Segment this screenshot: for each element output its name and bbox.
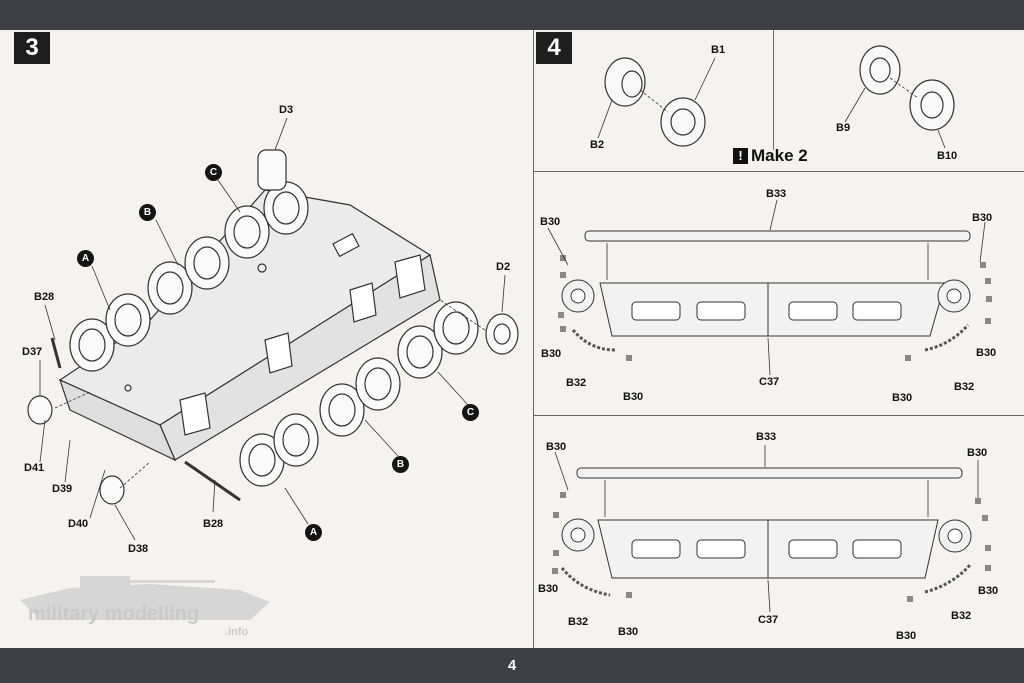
label-b28-top: B28 [34, 291, 55, 303]
callout-b-top: B [139, 204, 156, 221]
label-b9: B9 [836, 122, 851, 134]
callout-c-top: C [205, 164, 222, 181]
label-b1: B1 [711, 44, 726, 56]
label-b30-2a: B30 [546, 441, 567, 453]
label-b30-2d: B30 [978, 585, 999, 597]
label-b30-1d: B30 [976, 347, 997, 359]
bottom-bar [0, 648, 1024, 683]
label-d2: D2 [496, 261, 511, 273]
step-3-hull-drawing [27, 117, 519, 541]
panel-divider-1 [534, 171, 1024, 172]
step-4-badge: 4 [536, 32, 572, 64]
panel-divider-2 [534, 415, 1024, 416]
watermark-suffix: .info [225, 626, 249, 638]
make-text: Make 2 [751, 146, 808, 165]
label-b30-1b: B30 [972, 212, 993, 224]
warning-icon: ! [733, 148, 748, 164]
track-assembly-2 [552, 445, 991, 613]
label-b32-2a: B32 [568, 616, 589, 628]
step-3-badge: 3 [14, 32, 50, 64]
label-b30-2f: B30 [896, 630, 917, 642]
callout-a-bottom: A [305, 524, 322, 541]
label-b33-2: B33 [756, 431, 777, 443]
side-skirt-c37 [599, 282, 946, 337]
watermark-brand: military modelling [28, 603, 200, 625]
label-d39: D39 [52, 483, 73, 495]
label-b32-2b: B32 [951, 610, 972, 622]
track-assembly-1 [547, 199, 992, 376]
top-panel-split [773, 30, 774, 150]
label-c37-2: C37 [758, 614, 779, 626]
label-b30-1a: B30 [540, 216, 561, 228]
make-instruction: !Make 2 [733, 146, 808, 166]
step-divider [533, 30, 534, 648]
label-d38: D38 [128, 543, 149, 555]
label-d41: D41 [24, 462, 45, 474]
label-b30-2e: B30 [618, 626, 639, 638]
track-run-b33 [584, 230, 971, 242]
watermark-tank-logo [20, 576, 270, 620]
label-d3: D3 [279, 104, 294, 116]
label-c37-1: C37 [759, 376, 780, 388]
hull-front-plate [58, 378, 177, 462]
label-b28-bottom: B28 [203, 518, 224, 530]
label-b10: B10 [937, 150, 958, 162]
label-b30-1f: B30 [892, 392, 913, 404]
callout-a-top: A [77, 250, 94, 267]
label-b2: B2 [590, 139, 605, 151]
label-b30-1c: B30 [541, 348, 562, 360]
label-b30-2b: B30 [967, 447, 988, 459]
label-b32-1b: B32 [954, 381, 975, 393]
label-b30-2c: B30 [538, 583, 559, 595]
label-d40: D40 [68, 518, 89, 530]
label-b32-1a: B32 [566, 377, 587, 389]
label-d37: D37 [22, 346, 43, 358]
track-run-b33 [576, 467, 963, 479]
callout-c-bottom: C [462, 404, 479, 421]
page-number: 4 [507, 657, 517, 674]
label-b33-1: B33 [766, 188, 787, 200]
callout-b-bottom: B [392, 456, 409, 473]
top-bar [0, 0, 1024, 30]
label-b30-1e: B30 [623, 391, 644, 403]
